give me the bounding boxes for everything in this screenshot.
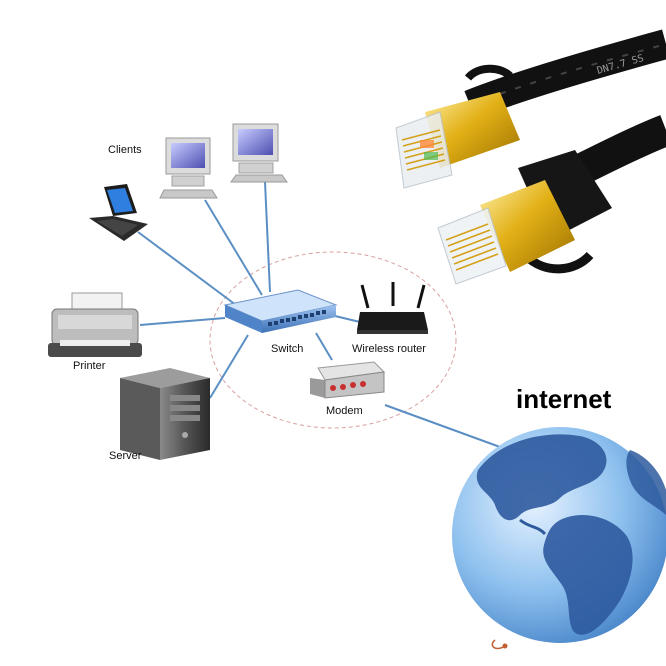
clients-label: Clients [108, 144, 142, 156]
modem-label: Modem [326, 405, 363, 417]
network-switch-icon [223, 289, 338, 333]
globe-icon [452, 427, 666, 650]
link-printer-switch [139, 317, 226, 326]
wireless-router-icon [357, 282, 428, 334]
lan-boundary [209, 251, 457, 429]
link-router-switch [334, 315, 361, 323]
wireless-router-label: Wireless router [352, 343, 426, 355]
printer-icon [48, 292, 142, 357]
desktop-icon [230, 123, 288, 183]
ethernet-cable-icon: DN7.7 SS [395, 29, 666, 285]
connection-lines [137, 181, 501, 448]
desktop-icon [159, 137, 218, 199]
link-laptop-switch [137, 231, 241, 309]
link-server-switch [209, 334, 249, 399]
printer-label: Printer [73, 360, 106, 372]
switch-label: Switch [271, 343, 304, 355]
server-label: Server [109, 450, 142, 462]
link-modem-internet [384, 404, 501, 448]
modem-icon [310, 361, 386, 399]
link-client1-switch [204, 199, 263, 296]
link-client2-switch [264, 181, 271, 293]
server-tower-icon [120, 368, 210, 460]
laptop-icon [89, 184, 148, 241]
internet-label: internet [516, 384, 612, 414]
link-modem-switch [315, 332, 333, 361]
